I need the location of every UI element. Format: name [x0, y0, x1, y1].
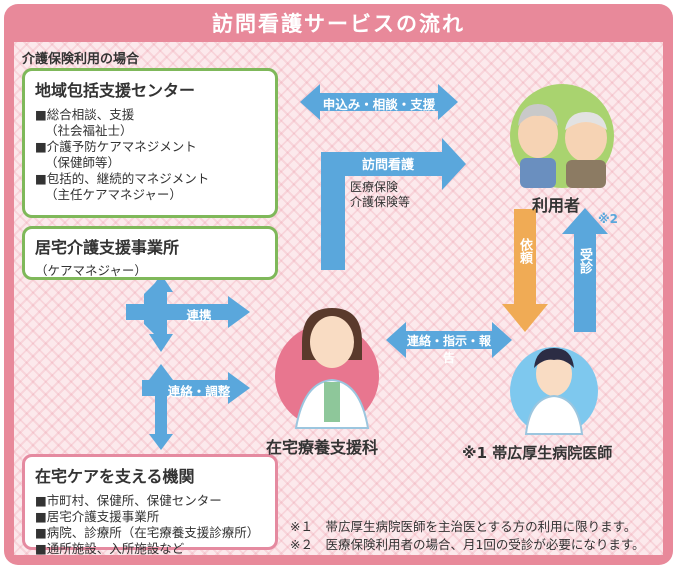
apply-arrow-label: 申込み・相談・支援	[322, 97, 436, 112]
diagram-title: 訪問看護サービスの流れ	[212, 12, 465, 36]
user-label: 利用者	[532, 196, 581, 215]
nurse-illustration	[294, 308, 370, 429]
footnote-1: ※１ 帯広厚生病院医師を主治医とする方の利用に限ります。	[290, 519, 637, 534]
home-care-office-box: 居宅介護支援事業所 （ケアマネジャー）	[22, 226, 278, 280]
flow-graphics	[126, 84, 614, 450]
contact-arrow-label: 連絡・指示・報告	[406, 334, 491, 365]
home-care-orgs-list: ■市町村、保健所、保健センター ■居宅介護支援事業所 ■病院、診療所（在宅療養支…	[35, 493, 265, 557]
diagram-frame: 訪問看護サービスの流れ 介護保険利用の場合	[4, 4, 673, 565]
footnote-2: ※２ 医療保険利用者の場合、月1回の受診が必要になります。	[290, 537, 645, 552]
apply-arrow	[300, 84, 458, 120]
support-center-item: ■介護予防ケアマネジメント （保健師等）	[35, 139, 197, 170]
coordination-arrow-label: 連絡・調整	[167, 384, 231, 399]
visit-insurance-text: 医療保険 介護保険等	[350, 180, 411, 209]
diagram-body: 介護保険利用の場合	[14, 42, 663, 556]
visit-arrow-label: 訪問看護	[361, 158, 414, 173]
cooperation-arrow-label: 連携	[186, 308, 212, 323]
case-label: 介護保険利用の場合	[22, 52, 140, 67]
request-arrow-label: 依頼	[517, 238, 532, 264]
consult-arrow	[562, 208, 608, 332]
support-center-title: 地域包括支援センター	[35, 81, 196, 100]
home-care-orgs-item: ■居宅介護支援事業所	[35, 509, 160, 524]
home-care-orgs-title: 在宅ケアを支える機関	[35, 467, 195, 486]
consult-note-mark: ※2	[598, 212, 619, 226]
doctor-label: ※1 帯広厚生病院医師	[462, 444, 613, 462]
doctor-illustration	[524, 348, 584, 435]
nurse-dept-label: 在宅療養支援科	[266, 438, 379, 457]
support-center-item: ■包括的、継続的マネジメント （主任ケアマネジャー）	[35, 171, 210, 202]
home-care-office-sub: （ケアマネジャー）	[35, 263, 147, 278]
visit-arrow	[321, 138, 466, 270]
home-care-orgs-box: 在宅ケアを支える機関 ■市町村、保健所、保健センター ■居宅介護支援事業所 ■病…	[22, 454, 278, 556]
home-care-orgs-item: ■通所施設、入所施設など	[35, 541, 185, 556]
coordination-vertical-arrow	[149, 364, 173, 450]
cooperation-vertical-arrow	[149, 274, 173, 352]
home-care-orgs-item: ■病院、診療所（在宅療養支援診療所）	[35, 525, 260, 540]
support-center-list: ■総合相談、支援 （社会福祉士） ■介護予防ケアマネジメント （保健師等） ■包…	[35, 107, 265, 203]
elderly-couple-illustration	[518, 104, 607, 188]
home-care-office-title: 居宅介護支援事業所	[35, 238, 180, 257]
consult-arrow-label: 受診	[577, 248, 592, 274]
request-arrow	[502, 209, 548, 332]
support-center-box: 地域包括支援センター ■総合相談、支援 （社会福祉士） ■介護予防ケアマネジメン…	[22, 68, 278, 218]
support-center-item: ■総合相談、支援 （社会福祉士）	[35, 107, 135, 138]
home-care-orgs-item: ■市町村、保健所、保健センター	[35, 493, 222, 508]
contact-arrow	[386, 322, 512, 358]
